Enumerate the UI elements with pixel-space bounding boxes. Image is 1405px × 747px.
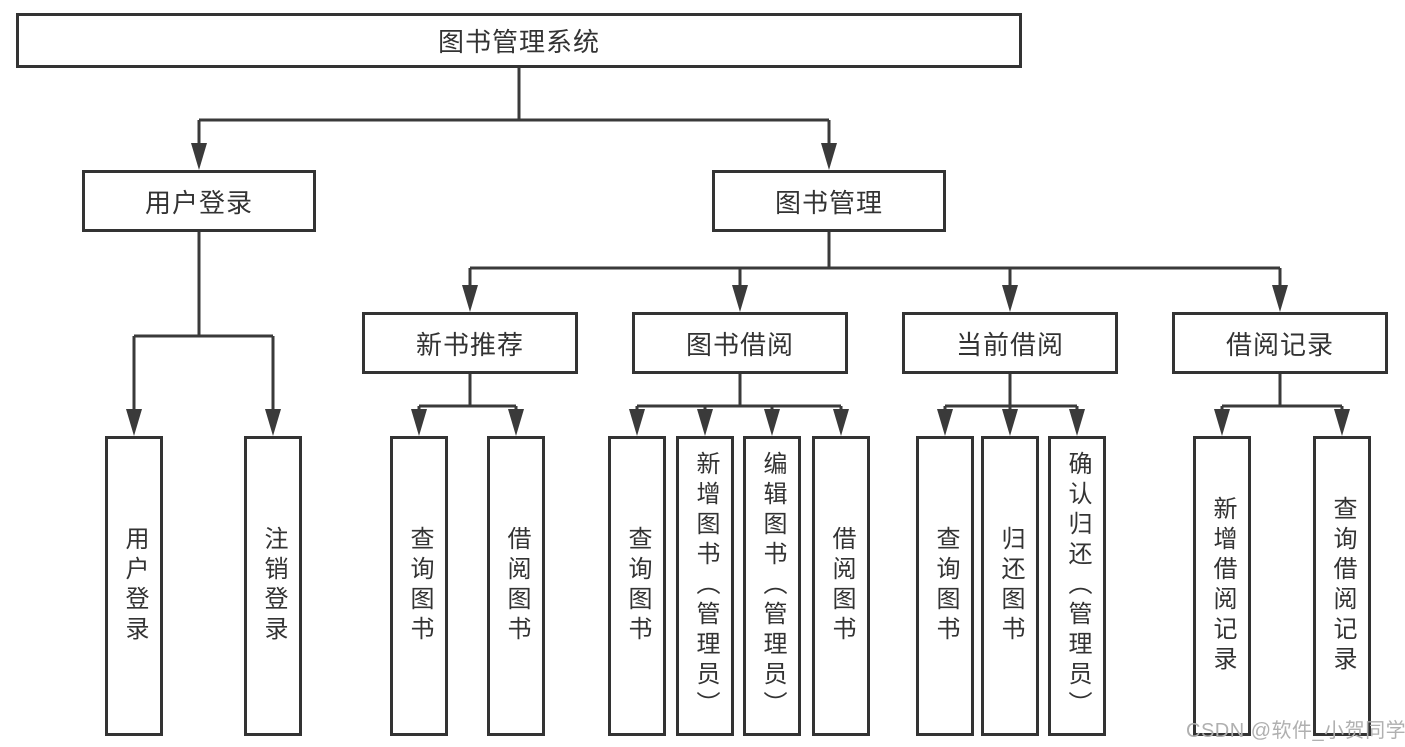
leaf-borrow-books-borrow-label: 借阅图书: [828, 526, 855, 646]
leaf-query-books-current: 查询图书: [916, 436, 974, 736]
node-book-borrow: 图书借阅: [632, 312, 848, 374]
leaf-logout-label: 注销登录: [260, 526, 287, 646]
connector-book-borrow: [635, 374, 843, 411]
leaf-user-login: 用户登录: [105, 436, 163, 736]
connector-root: [197, 68, 831, 144]
leaf-confirm-return-admin-label: 确认归还（管理员）: [1064, 451, 1091, 721]
connector-new-book: [417, 374, 518, 411]
leaf-query-books-borrow: 查询图书: [608, 436, 666, 736]
leaf-query-borrow-record-label: 查询借阅记录: [1329, 496, 1356, 676]
node-book-borrow-label: 图书借阅: [685, 329, 794, 360]
connector-user-login: [132, 232, 275, 410]
leaf-borrow-books-newbook-label: 借阅图书: [503, 526, 530, 646]
leaf-query-books-newbook: 查询图书: [390, 436, 448, 736]
leaf-edit-book-admin: 编辑图书（管理员）: [743, 436, 801, 736]
connector-current-borrow: [943, 374, 1079, 411]
leaf-add-book-admin: 新增图书（管理员）: [676, 436, 734, 736]
node-new-book-recommend-label: 新书推荐: [415, 329, 524, 360]
leaf-add-borrow-record-label: 新增借阅记录: [1209, 496, 1236, 676]
leaf-add-book-admin-label: 新增图书（管理员）: [692, 451, 719, 721]
leaf-query-borrow-record: 查询借阅记录: [1313, 436, 1371, 736]
node-user-login: 用户登录: [82, 170, 316, 232]
leaf-query-books-newbook-label: 查询图书: [406, 526, 433, 646]
leaf-add-borrow-record: 新增借阅记录: [1193, 436, 1251, 736]
leaf-borrow-books-newbook: 借阅图书: [487, 436, 545, 736]
node-book-management: 图书管理: [712, 170, 946, 232]
leaf-confirm-return-admin: 确认归还（管理员）: [1048, 436, 1106, 736]
node-user-login-label: 用户登录: [144, 187, 253, 218]
leaf-query-books-borrow-label: 查询图书: [624, 526, 651, 646]
watermark-text: CSDN @软件_小贺同学: [1186, 720, 1405, 742]
node-root: 图书管理系统: [16, 13, 1022, 68]
leaf-edit-book-admin-label: 编辑图书（管理员）: [759, 451, 786, 721]
node-borrow-record: 借阅记录: [1172, 312, 1388, 374]
leaf-return-book: 归还图书: [981, 436, 1039, 736]
connector-borrow-record: [1220, 374, 1344, 411]
leaf-logout: 注销登录: [244, 436, 302, 736]
leaf-query-books-current-label: 查询图书: [932, 526, 959, 646]
arrowhead-icons: [126, 143, 1350, 436]
leaf-borrow-books-borrow: 借阅图书: [812, 436, 870, 736]
node-root-label: 图书管理系统: [437, 27, 600, 57]
node-new-book-recommend: 新书推荐: [362, 312, 578, 374]
leaf-return-book-label: 归还图书: [997, 526, 1024, 646]
connector-book-management: [468, 232, 1282, 286]
node-borrow-record-label: 借阅记录: [1225, 329, 1334, 360]
leaf-user-login-label: 用户登录: [121, 526, 148, 646]
node-book-management-label: 图书管理: [774, 187, 883, 218]
node-current-borrow-label: 当前借阅: [955, 329, 1064, 360]
node-current-borrow: 当前借阅: [902, 312, 1118, 374]
